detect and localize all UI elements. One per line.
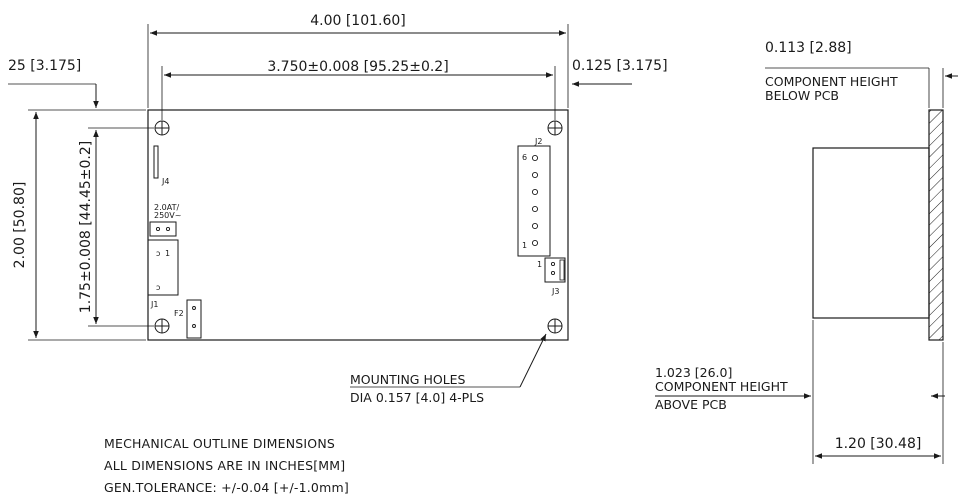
below-pcb-label-line2: BELOW PCB bbox=[765, 88, 839, 103]
j3-connector bbox=[544, 257, 566, 283]
note-line1: MECHANICAL OUTLINE DIMENSIONS bbox=[104, 436, 335, 451]
hole-spacing-y-dimension: 1.75±0.008 [44.45±0.2] bbox=[78, 141, 94, 313]
below-pcb-label-line1: COMPONENT HEIGHT bbox=[765, 74, 898, 89]
fuse-rating-line1: 2.0AT/ bbox=[154, 203, 179, 212]
j2-pin-top: 6 bbox=[522, 153, 527, 162]
j1-label: J1 bbox=[150, 300, 158, 309]
j3-pin-label: 1 bbox=[537, 260, 542, 269]
mounting-hole bbox=[547, 120, 563, 136]
note-line2: ALL DIMENSIONS ARE IN INCHES[MM] bbox=[104, 458, 345, 473]
j2-connector bbox=[517, 145, 551, 257]
overall-width-dimension: 4.00 [101.60] bbox=[310, 13, 406, 29]
right-offset-dimension: 0.125 [3.175] bbox=[572, 58, 668, 74]
hole-spacing-x-dimension: 3.750±0.008 [95.25±0.2] bbox=[267, 59, 448, 75]
j1-connector bbox=[147, 239, 179, 296]
j2-label: J2 bbox=[534, 137, 542, 146]
f2-component bbox=[186, 299, 202, 339]
side-view: 0.113 [2.88] COMPONENT HEIGHT BELOW PCB … bbox=[655, 40, 958, 464]
below-pcb-dimension: 0.113 [2.88] bbox=[765, 40, 852, 56]
component-body bbox=[812, 147, 930, 319]
f2-label: F2 bbox=[174, 309, 184, 318]
note-line3: GEN.TOLERANCE: +/-0.04 [+/-1.0mm] bbox=[104, 480, 349, 495]
mounting-holes-label: MOUNTING HOLES bbox=[350, 372, 466, 387]
j4-connector bbox=[153, 145, 159, 179]
fuse-rating-line2: 250V~ bbox=[154, 211, 181, 220]
j3-label: J3 bbox=[551, 287, 559, 296]
side-width-dimension: 1.20 [30.48] bbox=[835, 436, 922, 452]
pcb-outline bbox=[147, 109, 569, 341]
j1-pin-1: 1 bbox=[165, 249, 170, 258]
j4-label: J4 bbox=[161, 177, 169, 186]
fuse-holder bbox=[149, 221, 177, 237]
above-pcb-label-line2: ABOVE PCB bbox=[655, 397, 727, 412]
mounting-hole bbox=[154, 120, 170, 136]
j1-pin-c: ↄ bbox=[156, 249, 160, 258]
overall-height-dimension: 2.00 [50.80] bbox=[12, 182, 28, 269]
mounting-hole bbox=[154, 318, 170, 334]
pcb-edge bbox=[928, 109, 944, 341]
j1-pin-c2: ↄ bbox=[156, 283, 160, 292]
above-pcb-label-line1: COMPONENT HEIGHT bbox=[655, 379, 788, 394]
mounting-holes-dia: DIA 0.157 [4.0] 4-PLS bbox=[350, 390, 484, 405]
j2-pin-bottom: 1 bbox=[522, 241, 527, 250]
above-pcb-dimension: 1.023 [26.0] bbox=[655, 365, 732, 380]
notes: MECHANICAL OUTLINE DIMENSIONS ALL DIMENS… bbox=[104, 436, 349, 495]
top-view: J4 2.0AT/ 250V~ ↄ 1 ↄ J1 F2 J2 6 1 1 J3 bbox=[8, 13, 668, 405]
mounting-hole bbox=[547, 318, 563, 334]
left-offset-dimension: 25 [3.175] bbox=[8, 58, 81, 74]
